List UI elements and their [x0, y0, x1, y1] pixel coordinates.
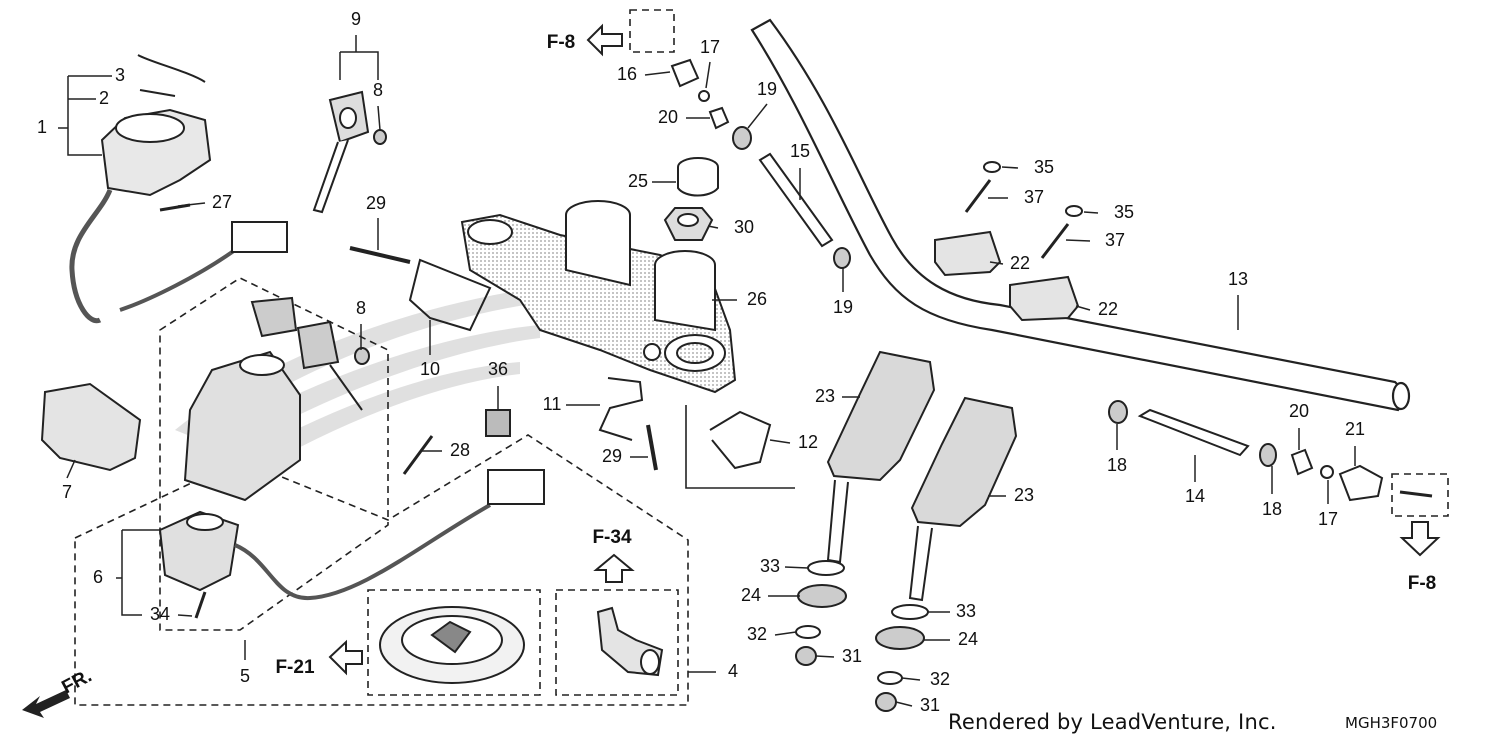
callout-31: 31 — [920, 695, 940, 715]
callout-3: 3 — [115, 65, 125, 85]
callout-2: 2 — [99, 88, 109, 108]
arrow-left-icon — [586, 23, 623, 57]
callout-9: 9 — [351, 9, 361, 29]
top-bridge — [460, 200, 737, 394]
callout-28: 28 — [450, 440, 470, 460]
callout-22: 22 — [1098, 299, 1118, 319]
group-lock-set-outline — [74, 434, 689, 706]
ignition-key — [312, 90, 387, 214]
callout-37: 37 — [1024, 187, 1044, 207]
callout-7: 7 — [62, 482, 72, 502]
dashed-group-outlines — [74, 9, 1449, 706]
callout-37: 37 — [1105, 230, 1125, 250]
callout-33: 33 — [760, 556, 780, 576]
callout-18: 18 — [1107, 455, 1127, 475]
callout-23: 23 — [1014, 485, 1034, 505]
arrow-down-icon — [1399, 521, 1441, 557]
riser-hardware — [795, 560, 929, 712]
stem-cap — [677, 157, 719, 197]
callout-20: 20 — [658, 107, 678, 127]
fuel-cap-box — [367, 589, 541, 696]
reference-labels: F-8F-8F-34F-21 — [275, 32, 1436, 678]
callout-4: 4 — [728, 661, 738, 681]
callout-15: 15 — [790, 141, 810, 161]
callout-8: 8 — [356, 298, 366, 318]
brackets — [349, 246, 795, 489]
bar-end-left-parts — [670, 58, 851, 269]
callout-24: 24 — [958, 629, 978, 649]
front-direction-indicator: FR. — [22, 666, 95, 718]
bolt-box-right — [1391, 473, 1449, 517]
fuel-cap — [379, 606, 525, 684]
bar-end-right-parts — [1108, 400, 1433, 502]
callout-18: 18 — [1262, 499, 1282, 519]
bolt-box-top — [629, 9, 675, 53]
diagram-code: MGH3F0700 — [1345, 714, 1438, 732]
callout-19: 19 — [833, 297, 853, 317]
callout-5: 5 — [240, 666, 250, 686]
leader-lines — [58, 35, 1356, 707]
callout-31: 31 — [842, 646, 862, 666]
callout-numbers: 1234567889101112131415161717181819192020… — [37, 9, 1365, 715]
callout-33: 33 — [956, 601, 976, 621]
callout-25: 25 — [628, 171, 648, 191]
callout-24: 24 — [741, 585, 761, 605]
callout-16: 16 — [617, 64, 637, 84]
stem-nut — [663, 207, 714, 241]
callout-11: 11 — [543, 394, 562, 414]
callout-29: 29 — [366, 193, 386, 213]
callout-17: 17 — [1318, 509, 1338, 529]
callout-12: 12 — [798, 432, 818, 452]
callout-23: 23 — [815, 386, 835, 406]
callout-35: 35 — [1114, 202, 1134, 222]
callout-14: 14 — [1185, 486, 1205, 506]
callout-8: 8 — [373, 80, 383, 100]
arrow-up-icon — [593, 553, 635, 583]
connector — [485, 409, 511, 437]
ref-label-f-8: F-8 — [547, 32, 576, 53]
ref-arrows — [328, 23, 1441, 676]
handlebar-holders — [934, 161, 1083, 322]
callout-6: 6 — [93, 567, 103, 587]
front-arrow-icon — [22, 690, 70, 718]
callout-32: 32 — [747, 624, 767, 644]
arrow-left-icon-f21 — [328, 639, 363, 676]
callout-27: 27 — [212, 192, 232, 212]
credit-text: Rendered by LeadVenture, Inc. — [948, 710, 1277, 734]
callout-22: 22 — [1010, 253, 1030, 273]
switch-housing-part — [40, 382, 142, 472]
callout-17: 17 — [700, 37, 720, 57]
ref-label-f-34: F-34 — [592, 527, 632, 548]
handlebar — [750, 18, 1411, 412]
callout-36: 36 — [488, 359, 508, 379]
callout-13: 13 — [1228, 269, 1248, 289]
handlebar-risers — [826, 350, 1018, 602]
callout-19: 19 — [757, 79, 777, 99]
callout-10: 10 — [420, 359, 440, 379]
callout-1: 1 — [37, 117, 47, 137]
callout-30: 30 — [734, 217, 754, 237]
callout-20: 20 — [1289, 401, 1309, 421]
seat-lock-box — [555, 589, 679, 696]
callout-21: 21 — [1345, 419, 1365, 439]
ref-label-f-8: F-8 — [1408, 573, 1437, 594]
seat-lock — [596, 606, 664, 677]
lock-cylinder — [158, 469, 545, 619]
callout-35: 35 — [1034, 157, 1054, 177]
callout-32: 32 — [930, 669, 950, 689]
handlebar-switch — [69, 54, 288, 324]
callout-26: 26 — [747, 289, 767, 309]
callout-29: 29 — [602, 446, 622, 466]
ref-label-f-21: F-21 — [275, 657, 315, 678]
group-ignition-outline — [159, 277, 389, 631]
callout-34: 34 — [150, 604, 170, 624]
ignition-switch — [183, 296, 434, 502]
